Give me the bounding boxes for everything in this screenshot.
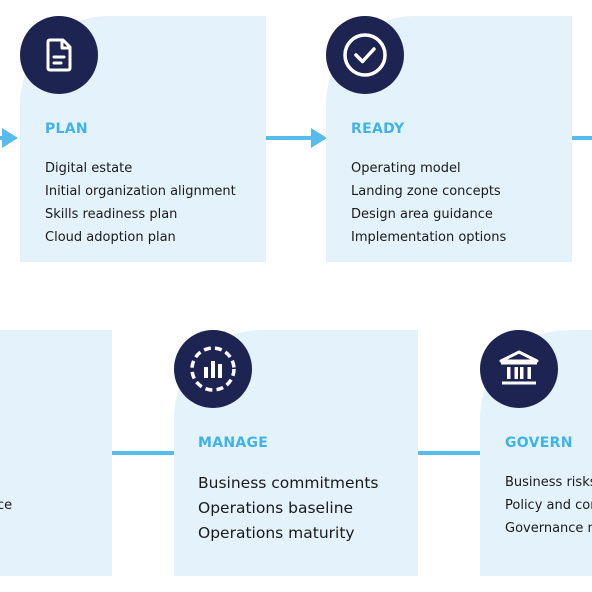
- list-item: Governance m: [505, 521, 592, 536]
- arrow-plan-to-ready: [311, 128, 327, 148]
- bar-chart-dashed-circle-icon: [190, 346, 236, 392]
- phase-title-plan: PLAN: [45, 121, 88, 137]
- connector-line: [418, 451, 480, 455]
- ready-badge: [326, 16, 404, 94]
- phase-title-manage: MANAGE: [198, 435, 269, 451]
- list-item: Business risks: [505, 475, 592, 490]
- institution-building-icon: [499, 350, 539, 385]
- plan-badge: [20, 16, 98, 94]
- govern-badge: [480, 330, 558, 408]
- list-item: Skills readiness plan: [45, 207, 178, 222]
- list-item: Landing zone concepts: [351, 184, 501, 199]
- phase-items-partial-left: ce: [0, 494, 12, 517]
- list-item: Operations maturity: [198, 524, 355, 542]
- arrow-into-plan: [2, 128, 18, 148]
- list-item: Implementation options: [351, 230, 507, 245]
- phase-items-govern: Business risks Policy and cor Governance…: [505, 471, 592, 540]
- connector-line: [266, 136, 314, 140]
- list-item: Cloud adoption plan: [45, 230, 176, 245]
- list-item: Policy and cor: [505, 498, 592, 513]
- list-item: Design area guidance: [351, 207, 493, 222]
- list-item: Digital estate: [45, 161, 133, 176]
- list-item: ce: [0, 498, 13, 513]
- connector-line: [112, 451, 174, 455]
- list-item: Operations baseline: [198, 499, 354, 517]
- connector-line: [572, 136, 592, 140]
- phase-title-ready: READY: [351, 121, 405, 137]
- phase-card-partial-left: [0, 330, 112, 576]
- manage-badge: [174, 330, 252, 408]
- phase-items-ready: Operating model Landing zone concepts De…: [351, 157, 506, 249]
- document-icon: [46, 38, 72, 72]
- phase-items-plan: Digital estate Initial organization alig…: [45, 157, 236, 249]
- checkmark-circle-icon: [343, 33, 387, 77]
- list-item: Operating model: [351, 161, 461, 176]
- list-item: Business commitments: [198, 474, 379, 492]
- phase-title-govern: GOVERN: [505, 435, 573, 451]
- list-item: Initial organization alignment: [45, 184, 236, 199]
- phase-items-manage: Business commitments Operations baseline…: [198, 471, 378, 546]
